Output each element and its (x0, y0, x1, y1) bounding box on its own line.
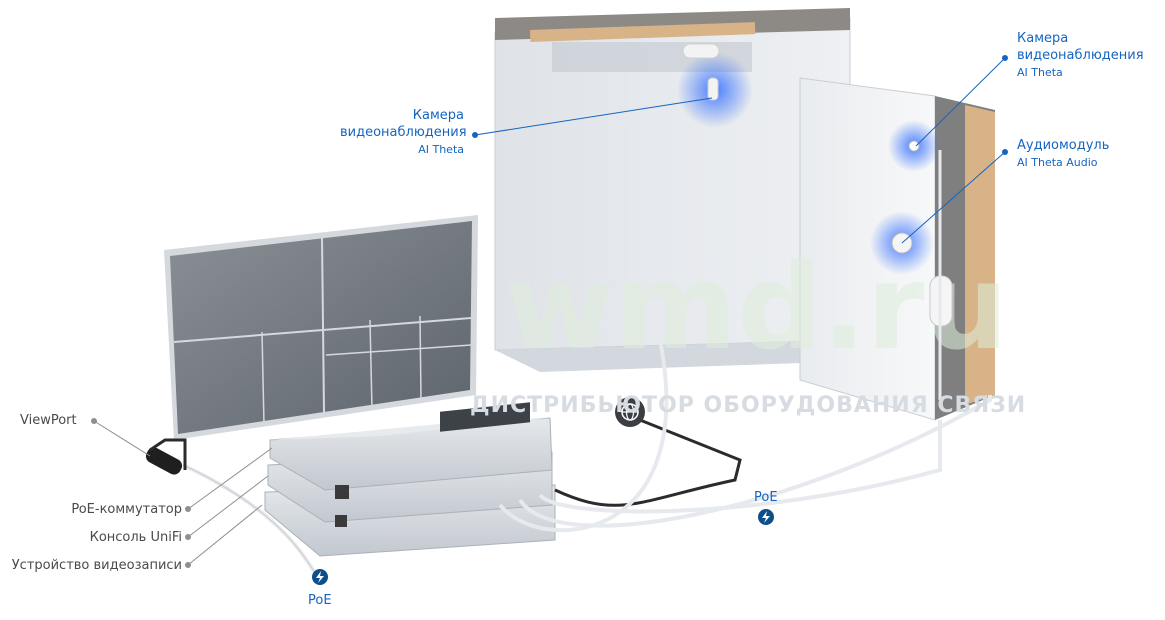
label-viewport: ViewPort (20, 413, 77, 428)
label-nvr: Устройство видеозаписи (11, 558, 182, 573)
callout-dots-gray (91, 418, 191, 568)
watermark-tagline: ДИСТРИБЬЮТОР ОБОРУДОВАНИЯ СВЯЗИ (470, 393, 1027, 418)
label-camera-wall: Камера видеонаблюдения AI Theta (1017, 31, 1144, 79)
wall-camera (888, 120, 940, 172)
lightning-bolt-icon (758, 509, 774, 525)
label-audio-module: Аудиомодуль AI Theta Audio (1017, 138, 1110, 169)
wall-right (799, 77, 995, 421)
ceiling-camera (677, 43, 753, 128)
label-camera-ceiling: Камера видеонаблюдения AI Theta (340, 108, 467, 156)
label-poe-switch: PoE-коммутатор (71, 502, 182, 517)
callout-lines (93, 420, 273, 566)
wall-left (494, 8, 890, 372)
lightning-bolt-icon (312, 569, 328, 585)
globe-icon (615, 397, 645, 427)
label-console: Консоль UniFi (89, 530, 182, 545)
poe-label-left: PoE (308, 593, 332, 608)
poe-label-right: PoE (754, 490, 778, 505)
callout-dots-blue (472, 55, 1008, 155)
viewport-monitor (164, 215, 478, 440)
callout-lines-blue (474, 57, 1006, 244)
viewport-adapter (145, 447, 183, 475)
network-stack (264, 402, 556, 557)
